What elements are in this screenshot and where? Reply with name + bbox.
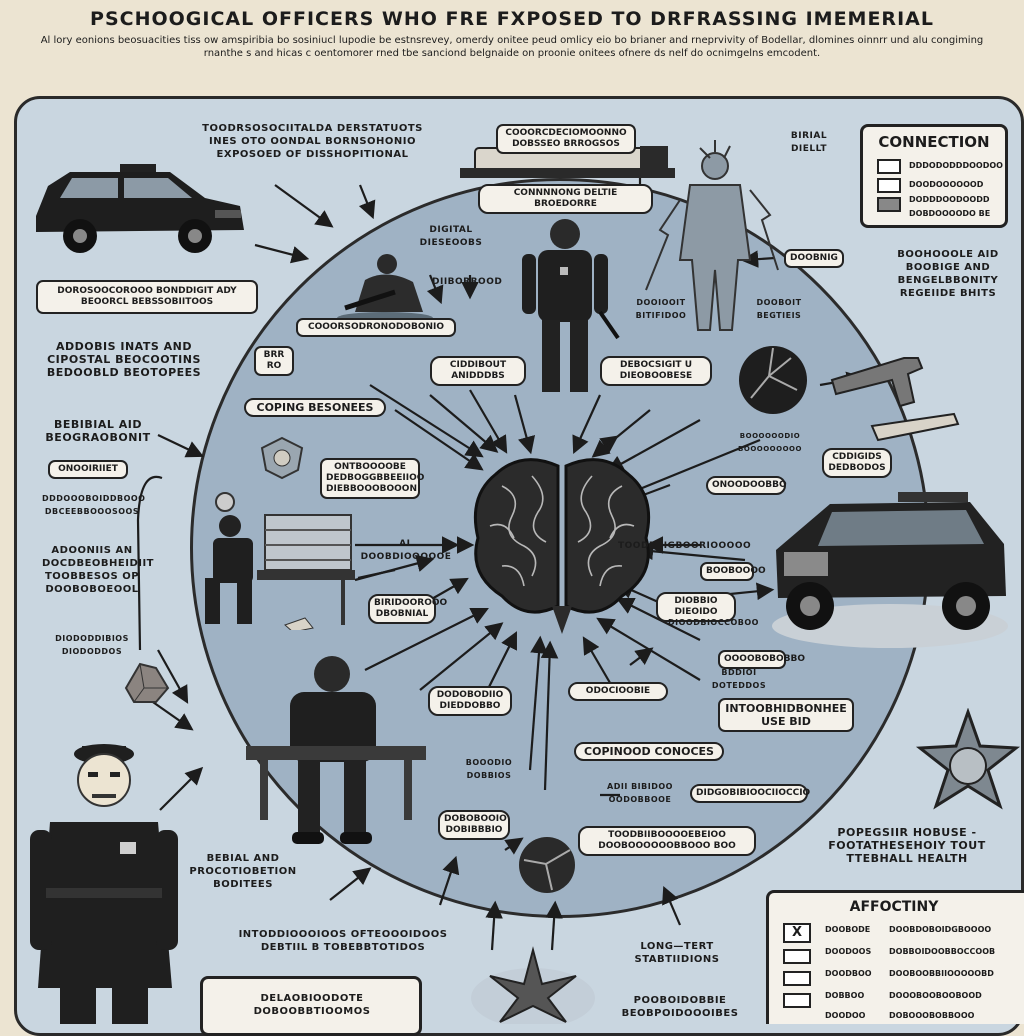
label-adoon: ADOONIIS AN DOCDBEOBHEIDIIT TOOBBESOS OP… bbox=[42, 545, 155, 595]
connection-panel: CONNECTION DDDODODDDOODOO DOODOOOOOOD DO… bbox=[860, 124, 1008, 228]
label-deboc: DEBOCSIGIT U DIEOBOOBESE bbox=[600, 356, 712, 386]
brain-icon bbox=[473, 458, 651, 634]
label-social-protection: BEBIAL AND PROCOTIOBETION BODITEES bbox=[189, 853, 297, 890]
affecting-row-4-a: DOBBOO bbox=[825, 991, 865, 1000]
label-brr: BRR RO bbox=[254, 346, 294, 376]
sheriff-star-icon bbox=[915, 708, 1021, 810]
label-onooiriiet: ONOOIRIIET bbox=[48, 460, 128, 479]
connection-item-4: DOBDOOOODO BE bbox=[909, 209, 991, 218]
label-dioodb: DIOODBIOCCOBOO bbox=[668, 618, 759, 627]
label-ontboo: ONTBOOOOBE DEDBOGGBBEEIIOO DIEBBOOOBOOON bbox=[320, 458, 424, 499]
label-cddigids: CDDIGIDS DEDBODOS bbox=[822, 448, 892, 478]
label-procedures: DOROSOOCOROOO BONDDIGIT ADY BEOORCL BEBS… bbox=[36, 280, 258, 314]
page-subtitle: Al lory eonions beosuacities tiss ow ams… bbox=[40, 35, 984, 59]
shattered-orb-icon bbox=[739, 346, 807, 414]
affecting-row-3-a: DOODBOO bbox=[825, 969, 872, 978]
police-suv-icon bbox=[36, 164, 244, 253]
connection-checkbox-2[interactable] bbox=[877, 178, 901, 193]
label-doobnig: DOOBNIG bbox=[784, 249, 844, 268]
label-adii: ADII BIBIDOO OODOBBOOE bbox=[607, 782, 673, 804]
connection-title: CONNECTION bbox=[878, 133, 990, 151]
label-behaviour-stability: BOOHOOOLE AID BOOBIGE AND BENGELBBONITY … bbox=[897, 249, 999, 299]
crystal-icon bbox=[124, 662, 170, 703]
label-dooioo: DOOIOOIT BITIFIDOO bbox=[635, 298, 687, 320]
label-al-doob: AL DOOBDIOOOOOE bbox=[360, 539, 452, 562]
label-coordination-bar: COOORSODRONODOBONIO bbox=[296, 318, 456, 337]
label-dobob: DOBOBOOIO DOBIBBBIO bbox=[438, 810, 510, 840]
affecting-row-1-b: DOOBDOBOIDGBOOOO bbox=[889, 925, 992, 934]
broken-orb-icon bbox=[519, 837, 575, 893]
label-interventions: INTOOBHIDBONHEE USE BID bbox=[718, 698, 854, 732]
affecting-panel: AFFOCTINY X DOOBODE DOOBDOBOIDGBOOOO DOO… bbox=[766, 890, 1024, 1024]
affecting-row-5-b: DOBOOOBOBBOOO bbox=[889, 1011, 975, 1020]
connection-checkbox-1[interactable] bbox=[877, 159, 901, 174]
label-booboooo: BOOBOOOO bbox=[700, 562, 766, 581]
label-dddoo: DDDOOOBOIDDBOOO DBCEEBBOOOSOOS bbox=[42, 494, 146, 516]
affecting-row-4-b: DOOOBOOBOOBOOD bbox=[889, 991, 982, 1000]
affecting-row-2-b: DOBBOIDOOBBOCCOOB bbox=[889, 947, 996, 956]
affecting-row-5-a: DOODOO bbox=[825, 1011, 866, 1020]
affecting-checkbox-1[interactable]: X bbox=[783, 923, 811, 943]
label-mental-health: POPEGSIIR HOBUSE - FOOTATHESEHOIY TOUT T… bbox=[828, 826, 986, 865]
label-behavioural: BEBIBIAL AID BEOGRAOBONIT bbox=[45, 418, 151, 444]
connection-checkbox-3[interactable] bbox=[877, 197, 901, 212]
label-coordination: COOORCDECIOMOONNO DOBSSEO BRROGSOS bbox=[496, 124, 636, 154]
label-ciddibout: CIDDIBOUT ANIDDDBS bbox=[430, 356, 526, 386]
label-coping-changes: COPINOOD CONOCES bbox=[574, 742, 724, 761]
label-diobbio: DIOBBIO DIEOIDO bbox=[656, 592, 736, 622]
badge-icon bbox=[260, 436, 304, 480]
label-possible-responses: POOBOIDOBBIE BEOBPOIDOOOIBES bbox=[621, 995, 739, 1019]
connection-item-3: DODDDOODOODD bbox=[909, 195, 990, 204]
label-additions: ADDOBIS INATS AND CIPOSTAL BEOCOOTINS BE… bbox=[46, 340, 202, 379]
label-trial: BIRIAL DIELLT bbox=[790, 131, 828, 154]
label-diibor: DIIBORROOD bbox=[432, 277, 503, 287]
label-booodio: BOOODIO DOBBIOS bbox=[465, 758, 513, 780]
armored-vehicle-icon bbox=[460, 146, 675, 178]
crouching-officer-icon bbox=[337, 254, 433, 324]
seated-officer-icon bbox=[205, 492, 355, 630]
label-onoodoobbo: ONOODOOBBO bbox=[706, 476, 787, 495]
label-bddioi: BDDIOI DOTEDDOS bbox=[711, 668, 767, 690]
pistol-icon bbox=[830, 357, 924, 408]
affecting-checkbox-4[interactable] bbox=[783, 993, 811, 1008]
affecting-title: AFFOCTINY bbox=[849, 899, 939, 915]
label-dooboit: DOOBOIT BEGTIEIS bbox=[756, 298, 802, 320]
label-didgo: DIDGOBIBIOOCIIOCCIO bbox=[690, 784, 810, 803]
standing-officer-icon bbox=[522, 219, 620, 392]
label-toodbii: TOODBIIBOOOOEBEIOO DOOBOOOOOOBBOOO BOO bbox=[578, 826, 756, 856]
connection-item-1: DDDODODDDOODOO bbox=[909, 161, 1003, 170]
affecting-row-2-a: DOODOOS bbox=[825, 947, 872, 956]
label-ooooboob: OOOOBOBOBBO bbox=[718, 650, 805, 669]
label-connecting: CONNNNONG DELTIE BROEDORRE bbox=[478, 184, 653, 214]
glowing-figure-icon bbox=[645, 140, 779, 331]
affecting-checkbox-2[interactable] bbox=[783, 949, 811, 964]
page-title: PSCHOOGICAL OFFICERS WHO FRE FXPOSED TO … bbox=[90, 8, 934, 30]
label-long-term: LONG—TERT STABTIIDIONS bbox=[634, 941, 720, 965]
label-dodobo: DODOBODIIO DIEDDOBBO bbox=[428, 686, 512, 716]
affecting-checkbox-3[interactable] bbox=[783, 971, 811, 986]
label-odocioo: ODOCIOOBIE bbox=[568, 682, 668, 701]
affecting-row-3-b: DOOBOOBBIIOOOOOBD bbox=[889, 969, 994, 978]
police-suv-right-icon bbox=[772, 492, 1008, 648]
flower-icon bbox=[471, 946, 595, 1024]
officer-on-bench-icon bbox=[246, 656, 426, 844]
affecting-row-1-a: DOOBODE bbox=[825, 925, 871, 934]
label-coping-responses: COPING BESONEES bbox=[244, 398, 386, 417]
connection-item-2: DOODOOOOOOD bbox=[909, 180, 984, 189]
label-interventions-detail: INTODDIOOOIOOS OFTEOOOIDOOS DEBTIIL B TO… bbox=[238, 929, 448, 953]
magazine-icon bbox=[870, 412, 960, 442]
label-diodod: DIODODDIBIOS DIODODDOS bbox=[55, 634, 129, 656]
label-exposure-stats: TOODRSOSOCIITALDA DERSTATUOTS INES OTO O… bbox=[202, 123, 423, 160]
label-digital: DIGITAL DIESEOOBS bbox=[419, 225, 483, 248]
label-booooo: BOOOOOODIO BOOOOOOOOO bbox=[738, 432, 802, 453]
officer-portrait-icon bbox=[30, 744, 178, 1024]
label-toodbrig: TOODBRIGBOORIOOOOO bbox=[618, 541, 752, 551]
label-biridoo: BIRIDOOROOO DBOBNIAL bbox=[368, 594, 447, 624]
label-relations: DELAOBIOODOTE DOBOOBBTIOOMOS bbox=[253, 993, 371, 1017]
